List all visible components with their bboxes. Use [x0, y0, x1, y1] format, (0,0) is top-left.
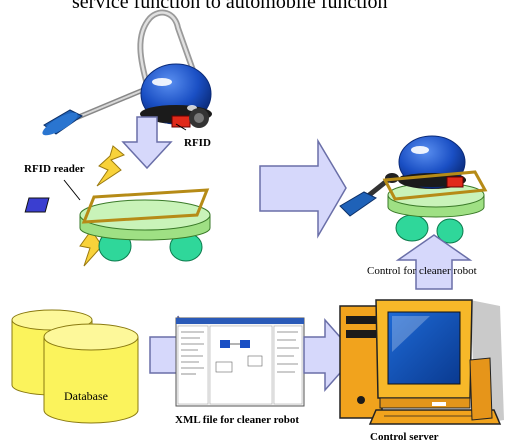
control-server-computer-icon — [339, 299, 504, 425]
up-arrow — [395, 234, 473, 290]
right-arrow — [259, 138, 347, 239]
cleaner-robot-icon — [339, 135, 488, 244]
xml-file-label: XML file for cleaner robot — [175, 414, 300, 426]
reader-pointer — [63, 179, 81, 201]
database-label: Database — [64, 389, 108, 403]
rfid-label: RFID — [184, 137, 211, 149]
rfid-reader-label: RFID reader — [24, 163, 85, 175]
control-for-cleaner-label: Control for cleaner robot — [367, 265, 477, 277]
cleaner-module-icon — [140, 63, 212, 128]
control-server-label: Control server — [370, 431, 439, 443]
database-icon — [11, 309, 139, 424]
down-arrow — [121, 116, 173, 170]
mobile-robot-base-icon — [24, 188, 211, 262]
xml-file-screenshot-icon — [175, 317, 305, 407]
vacuum-cleaner-icon — [42, 9, 203, 136]
page-title: service function to automobile function — [72, 0, 388, 13]
wireless-signal-icon — [96, 145, 125, 187]
rfid-pointer — [175, 123, 187, 131]
